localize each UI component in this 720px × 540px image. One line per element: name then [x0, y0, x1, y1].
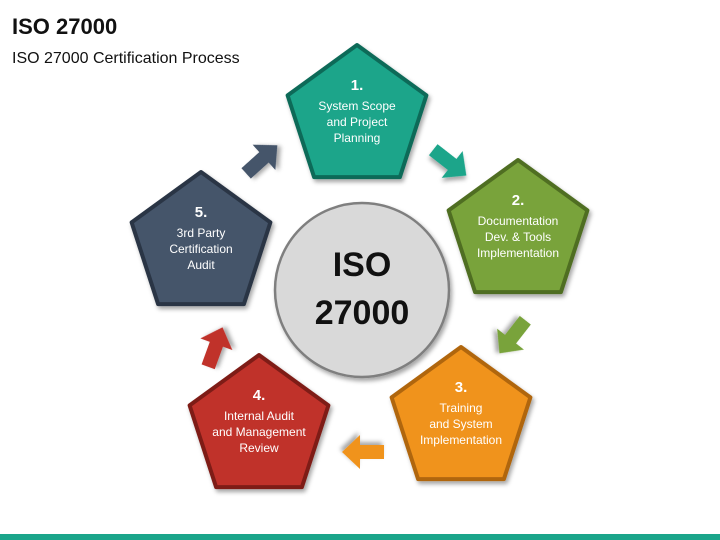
step-2-label-line-2: Dev. & Tools: [485, 230, 551, 244]
step-4-shape: [187, 353, 331, 490]
step-5-shape: [129, 170, 273, 307]
step-3-shape: [389, 345, 533, 482]
page-subtitle: ISO 27000 Certification Process: [12, 50, 240, 67]
step-1-label-line-2: and Project: [327, 115, 388, 129]
arrow-1-to-2-icon: [428, 144, 467, 178]
step-3-label-line-2: and System: [429, 417, 492, 431]
step-3-label-line-1: Training: [440, 401, 483, 415]
arrow-5-to-1-icon: [241, 144, 278, 179]
accent-bar: [0, 534, 720, 540]
step-3-label-line-3: Implementation: [420, 433, 502, 447]
center-label-line1: ISO: [333, 246, 392, 284]
step-1-label-line-1: System Scope: [318, 99, 396, 113]
step-2-shape: [446, 158, 590, 295]
center-circle: ISO 27000: [273, 201, 451, 379]
step-5-label-line-3: Audit: [187, 258, 215, 272]
step-1-label-line-3: Planning: [334, 131, 381, 145]
step-2-label-line-1: Documentation: [478, 214, 559, 228]
step-2-number: 2.: [512, 192, 525, 209]
page-title: ISO 27000: [12, 14, 118, 39]
step-4-label-line-3: Review: [239, 441, 279, 455]
step-1-number: 1.: [351, 77, 364, 94]
step-4-label-line-2: and Management: [212, 425, 306, 439]
arrow-4-to-5-icon: [200, 327, 233, 370]
step-4-label-line-1: Internal Audit: [224, 409, 295, 423]
step-5-number: 5.: [195, 204, 208, 221]
step-5-label-line-1: 3rd Party: [177, 226, 226, 240]
center-label-line2: 27000: [315, 294, 410, 332]
arrow-3-to-4-icon: [342, 435, 384, 469]
step-5-label-line-2: Certification: [169, 242, 232, 256]
step-3-number: 3.: [455, 379, 468, 396]
arrow-2-to-3-icon: [497, 315, 531, 354]
step-1-shape: [285, 43, 429, 180]
step-2-label-line-3: Implementation: [477, 246, 559, 260]
step-4-number: 4.: [253, 387, 266, 404]
